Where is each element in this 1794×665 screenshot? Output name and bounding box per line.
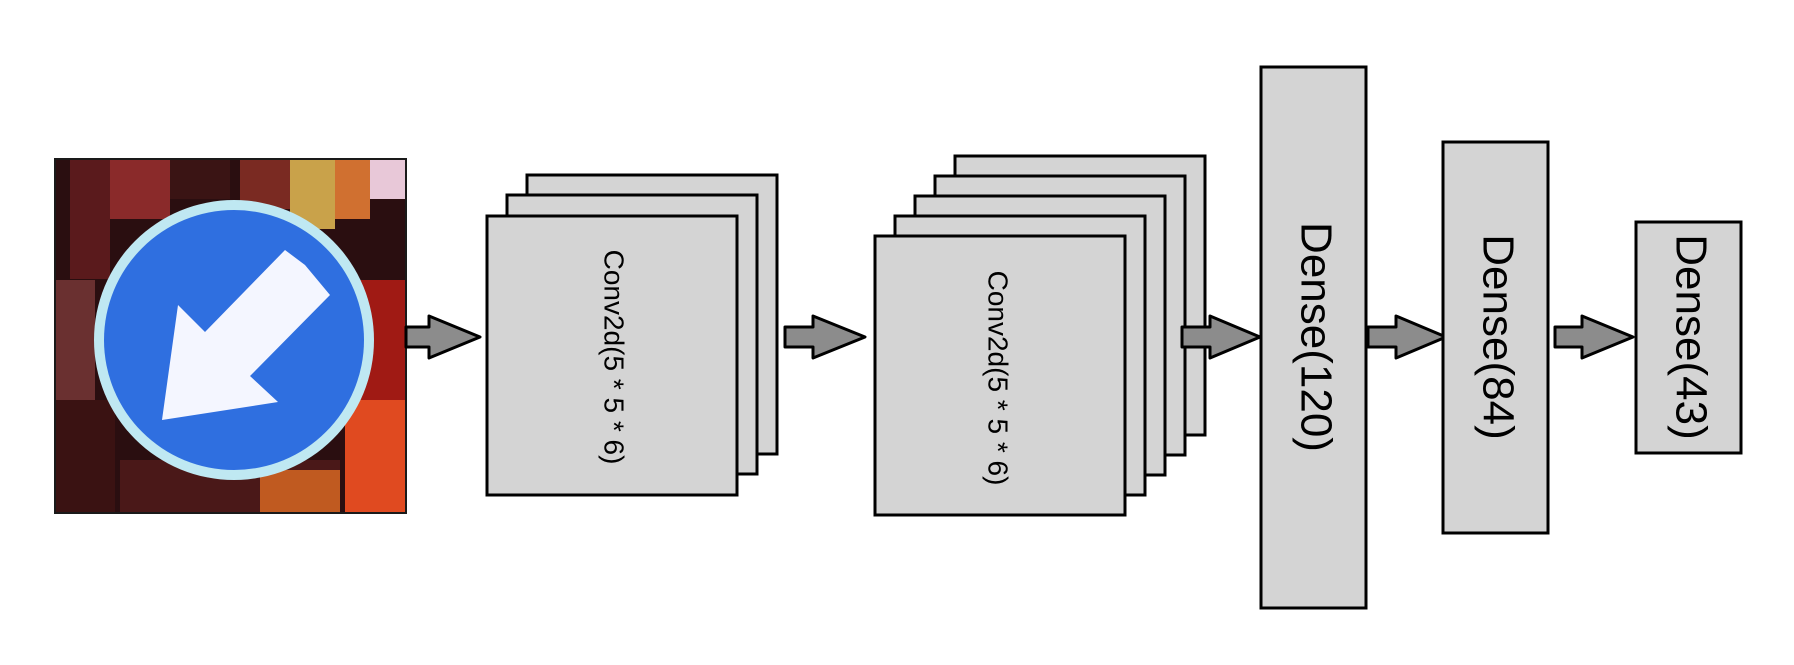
input-image	[54, 158, 407, 514]
arrow-icon	[783, 314, 867, 360]
keep-left-sign-icon	[162, 250, 330, 420]
conv1-label: Conv2d(5 * 5 * 6)	[599, 250, 630, 465]
conv2-label: Conv2d(5 * 5 * 6)	[983, 271, 1014, 486]
arrow-icon	[1180, 314, 1262, 360]
arrow-icon	[1553, 314, 1635, 360]
conv-block-2: Conv2d(5 * 5 * 6)	[873, 154, 1207, 517]
arrow-icon	[404, 314, 482, 360]
dense2-label: Dense(84)	[1473, 234, 1522, 439]
dense-block-84: Dense(84)	[1441, 140, 1550, 535]
dense1-label: Dense(120)	[1291, 222, 1340, 452]
dense3-label: Dense(43)	[1666, 234, 1715, 439]
conv-block-1: Conv2d(5 * 5 * 6)	[485, 173, 779, 497]
dense-block-120: Dense(120)	[1259, 65, 1368, 610]
arrow-icon	[1366, 314, 1448, 360]
dense-block-43: Dense(43)	[1634, 220, 1743, 455]
